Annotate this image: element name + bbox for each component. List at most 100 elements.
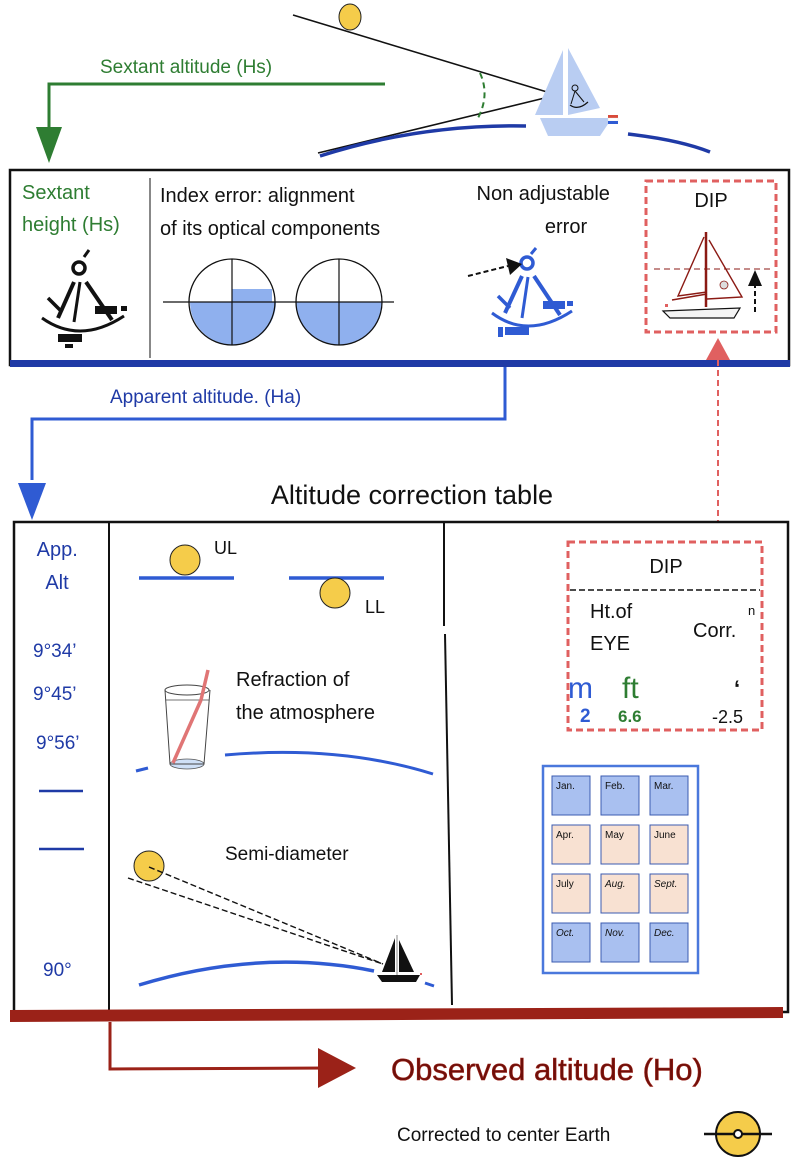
dip-sailboat-icon	[661, 232, 744, 319]
month-cell-feb: Feb.	[600, 775, 640, 816]
sextant-altitude-arrowhead	[36, 127, 62, 163]
angle-arc	[477, 72, 486, 119]
error-pointer-arrowhead	[506, 258, 522, 275]
apparent-altitude-flow: Apparent altitude. (Ha)	[18, 367, 507, 520]
month-label: Feb.	[605, 781, 625, 792]
month-cell-mar: Mar.	[649, 775, 689, 816]
semi-diameter-horizon-curve	[138, 960, 375, 987]
month-cell-aug: Aug.	[600, 873, 640, 914]
correction-header-superscript: n	[748, 603, 755, 618]
month-cell-bg	[551, 873, 591, 914]
refraction-horizon-curve	[224, 750, 434, 776]
value-meters: 2	[580, 706, 591, 727]
upper-sight-line	[292, 14, 558, 96]
sun-center-icon	[704, 1111, 772, 1157]
table-col-divider-2b	[444, 633, 453, 1006]
sextant-altitude-label: Sextant altitude (Hs)	[100, 57, 272, 78]
value-feet: 6.6	[618, 707, 642, 726]
month-cell-bg	[600, 922, 640, 963]
corrections-panel: Sextant height (Hs) Index error: alignme…	[8, 168, 791, 367]
corrected-center-earth-label: Corrected to center Earth	[397, 1125, 610, 1146]
month-label: June	[654, 830, 676, 841]
month-cell-bg	[551, 922, 591, 963]
observed-altitude-arrowhead	[318, 1048, 356, 1088]
month-cell-bg	[649, 873, 689, 914]
correction-header: Corr.	[693, 620, 736, 642]
month-label: Aug.	[604, 879, 626, 890]
sun-icon	[338, 3, 362, 31]
month-label: Mar.	[654, 781, 673, 792]
sailboat-icon	[535, 46, 619, 136]
month-cell-jan: Jan.	[551, 775, 591, 816]
dip-box	[644, 179, 778, 334]
value-correction: -2.5	[712, 707, 743, 727]
apparent-altitude-arrowhead	[18, 483, 46, 520]
observed-altitude-label: Observed altitude (Ho)	[391, 1052, 703, 1087]
month-cell-june: June	[649, 824, 689, 865]
month-label: July	[556, 879, 574, 890]
month-cell-bg	[649, 775, 689, 816]
month-cell-may: May	[600, 824, 640, 865]
unit-feet: ft	[622, 672, 639, 705]
ht-of-eye-header: Ht.of EYE	[590, 601, 638, 655]
month-label: Dec.	[654, 928, 675, 939]
month-cell-july: July	[551, 873, 591, 914]
non-adjustable-label: Non adjustable error	[477, 183, 616, 238]
month-label: May	[605, 830, 624, 841]
semi-diameter-sun-icon	[133, 850, 165, 882]
upper-limb-label: UL	[214, 538, 237, 558]
semi-diameter-center-ray	[148, 866, 384, 965]
dip-table-box	[566, 540, 764, 732]
observed-altitude-flow: Observed altitude (Ho) Corrected to cent…	[10, 1007, 783, 1157]
lower-limb-label: LL	[365, 597, 385, 617]
earth-horizon-curve-right	[627, 132, 711, 154]
black-sailboat-icon	[377, 935, 422, 982]
lower-limb-sun-icon	[319, 577, 351, 609]
dip-table-title: DIP	[649, 556, 682, 578]
month-label: Sept.	[654, 879, 677, 890]
app-alt-value: 9°56’	[36, 733, 80, 754]
month-cell-bg	[600, 775, 640, 816]
table-bottom-bar	[10, 1007, 783, 1022]
table-title: Altitude correction table	[271, 480, 553, 510]
month-label: Nov.	[605, 928, 625, 939]
month-cell-nov: Nov.	[600, 922, 640, 963]
error-pointer-dashed	[467, 265, 509, 277]
month-cell-bg	[649, 824, 689, 865]
month-label: Jan.	[556, 781, 575, 792]
sextant-altitude-arrow	[47, 82, 385, 130]
glass-straw-icon	[164, 669, 211, 770]
month-cell-bg	[649, 922, 689, 963]
index-error-label: Index error: alignment of its optical co…	[160, 185, 380, 240]
month-cell-apr: Apr.	[551, 824, 591, 865]
app-alt-header: App. Alt	[37, 539, 84, 594]
semi-diameter-label: Semi-diameter	[225, 844, 349, 865]
top-scene: Sextant altitude (Hs)	[36, 3, 711, 163]
dip-link-arrowhead	[706, 338, 730, 360]
month-label: Apr.	[556, 830, 574, 841]
month-label: Oct.	[556, 928, 574, 939]
semi-diameter-horizon-dash	[424, 981, 435, 988]
month-cell-bg	[600, 824, 640, 865]
refraction-horizon-dash	[135, 766, 149, 773]
sextant-icon	[41, 249, 127, 348]
apparent-altitude-label: Apparent altitude. (Ha)	[110, 387, 301, 408]
app-alt-value: 9°45’	[33, 684, 77, 705]
dip-height-arrowhead	[748, 270, 762, 286]
month-cell-sept: Sept.	[649, 873, 689, 914]
blue-sextant-icon	[491, 247, 573, 337]
earth-horizon-curve	[319, 124, 527, 158]
altitude-correction-table: App. Alt 9°34’ 9°45’ 9°56’ 90° UL LL Ref…	[12, 520, 790, 1014]
app-alt-value: 9°34’	[33, 641, 77, 662]
panel-bottom-bar	[10, 360, 790, 367]
sextant-height-label: Sextant height (Hs)	[22, 182, 120, 236]
upper-limb-sun-icon	[169, 544, 201, 576]
month-cell-bg	[600, 873, 640, 914]
horizon-sight-line	[317, 94, 558, 154]
refraction-label: Refraction of the atmosphere	[236, 669, 375, 724]
unit-meters: m	[568, 672, 593, 705]
month-cell-bg	[551, 824, 591, 865]
month-cell-dec: Dec.	[649, 922, 689, 963]
